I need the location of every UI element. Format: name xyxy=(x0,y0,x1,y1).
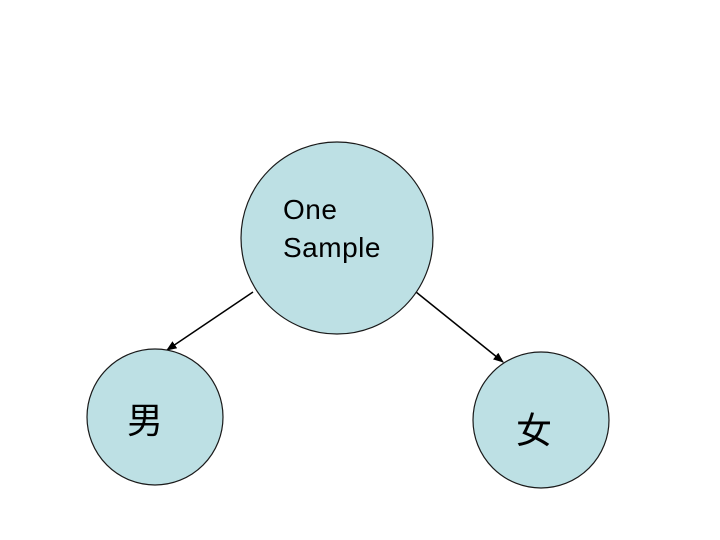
root-node xyxy=(240,141,434,335)
root-node-label: One Sample xyxy=(283,191,381,267)
right-child-node xyxy=(472,351,610,489)
left-child-label: 男 xyxy=(127,401,164,442)
right-child-label: 女 xyxy=(516,411,553,452)
edge-root-to-right xyxy=(415,291,504,363)
left-child-node xyxy=(86,348,224,486)
root-node-label-line2: Sample xyxy=(283,232,381,263)
root-node-label-line1: One xyxy=(283,194,338,225)
edge-root-to-left xyxy=(166,291,254,351)
